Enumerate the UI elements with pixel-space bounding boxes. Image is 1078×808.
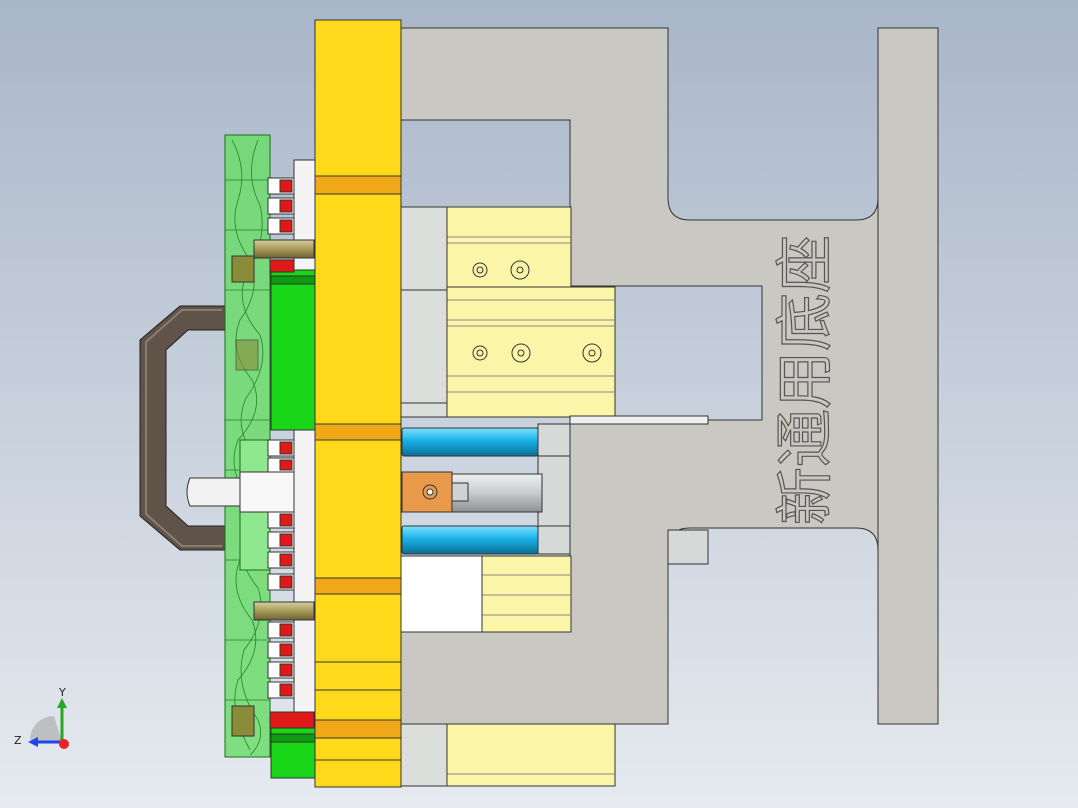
guide-nut (231, 705, 255, 737)
screw-cluster-bottom (267, 573, 315, 729)
x-axis-dot (59, 739, 69, 749)
cylinder-collar (537, 423, 571, 555)
screw-cluster-top (267, 177, 295, 273)
guide-pin-upper (253, 239, 315, 259)
stop-block (667, 529, 709, 565)
cyan-cylinder-upper (401, 427, 539, 457)
port-hole (582, 343, 602, 363)
plate-groove (314, 719, 402, 739)
pin-sleeve (239, 471, 295, 513)
screw-cluster-mid (267, 439, 295, 569)
lower-slide-block (481, 555, 572, 633)
bottom-cylinder-block (446, 723, 616, 787)
plate-groove (314, 577, 402, 595)
guide-nut (231, 255, 255, 283)
coordinate-triad[interactable]: Y Z (8, 682, 88, 762)
guide-nut (235, 339, 259, 371)
base-right-bar (877, 27, 939, 725)
y-axis-label: Y (58, 686, 66, 699)
guide-pin-lower (253, 601, 315, 621)
connector-screw (422, 484, 438, 500)
engraved-text: 新通用底座 (771, 235, 839, 525)
port-hole (472, 345, 488, 361)
end-cap (400, 206, 448, 418)
green-locator-block (270, 269, 316, 431)
rod-nut (451, 482, 469, 502)
white-spacer (400, 555, 483, 633)
mid-cylinder-block (446, 286, 616, 418)
ejector-pin (186, 477, 241, 507)
port-hole (511, 343, 531, 363)
upper-cylinder-block (446, 206, 572, 288)
stop-block (569, 415, 709, 425)
port-hole (510, 260, 530, 280)
bottom-end-cap (400, 723, 448, 787)
plate-groove (314, 175, 402, 195)
view-orientation-arc (30, 716, 62, 742)
z-axis-label: Z (14, 734, 22, 747)
port-hole (472, 262, 488, 278)
yellow-clamp-plate (314, 19, 402, 788)
cyan-cylinder-lower (401, 525, 539, 555)
plate-groove (314, 423, 402, 441)
